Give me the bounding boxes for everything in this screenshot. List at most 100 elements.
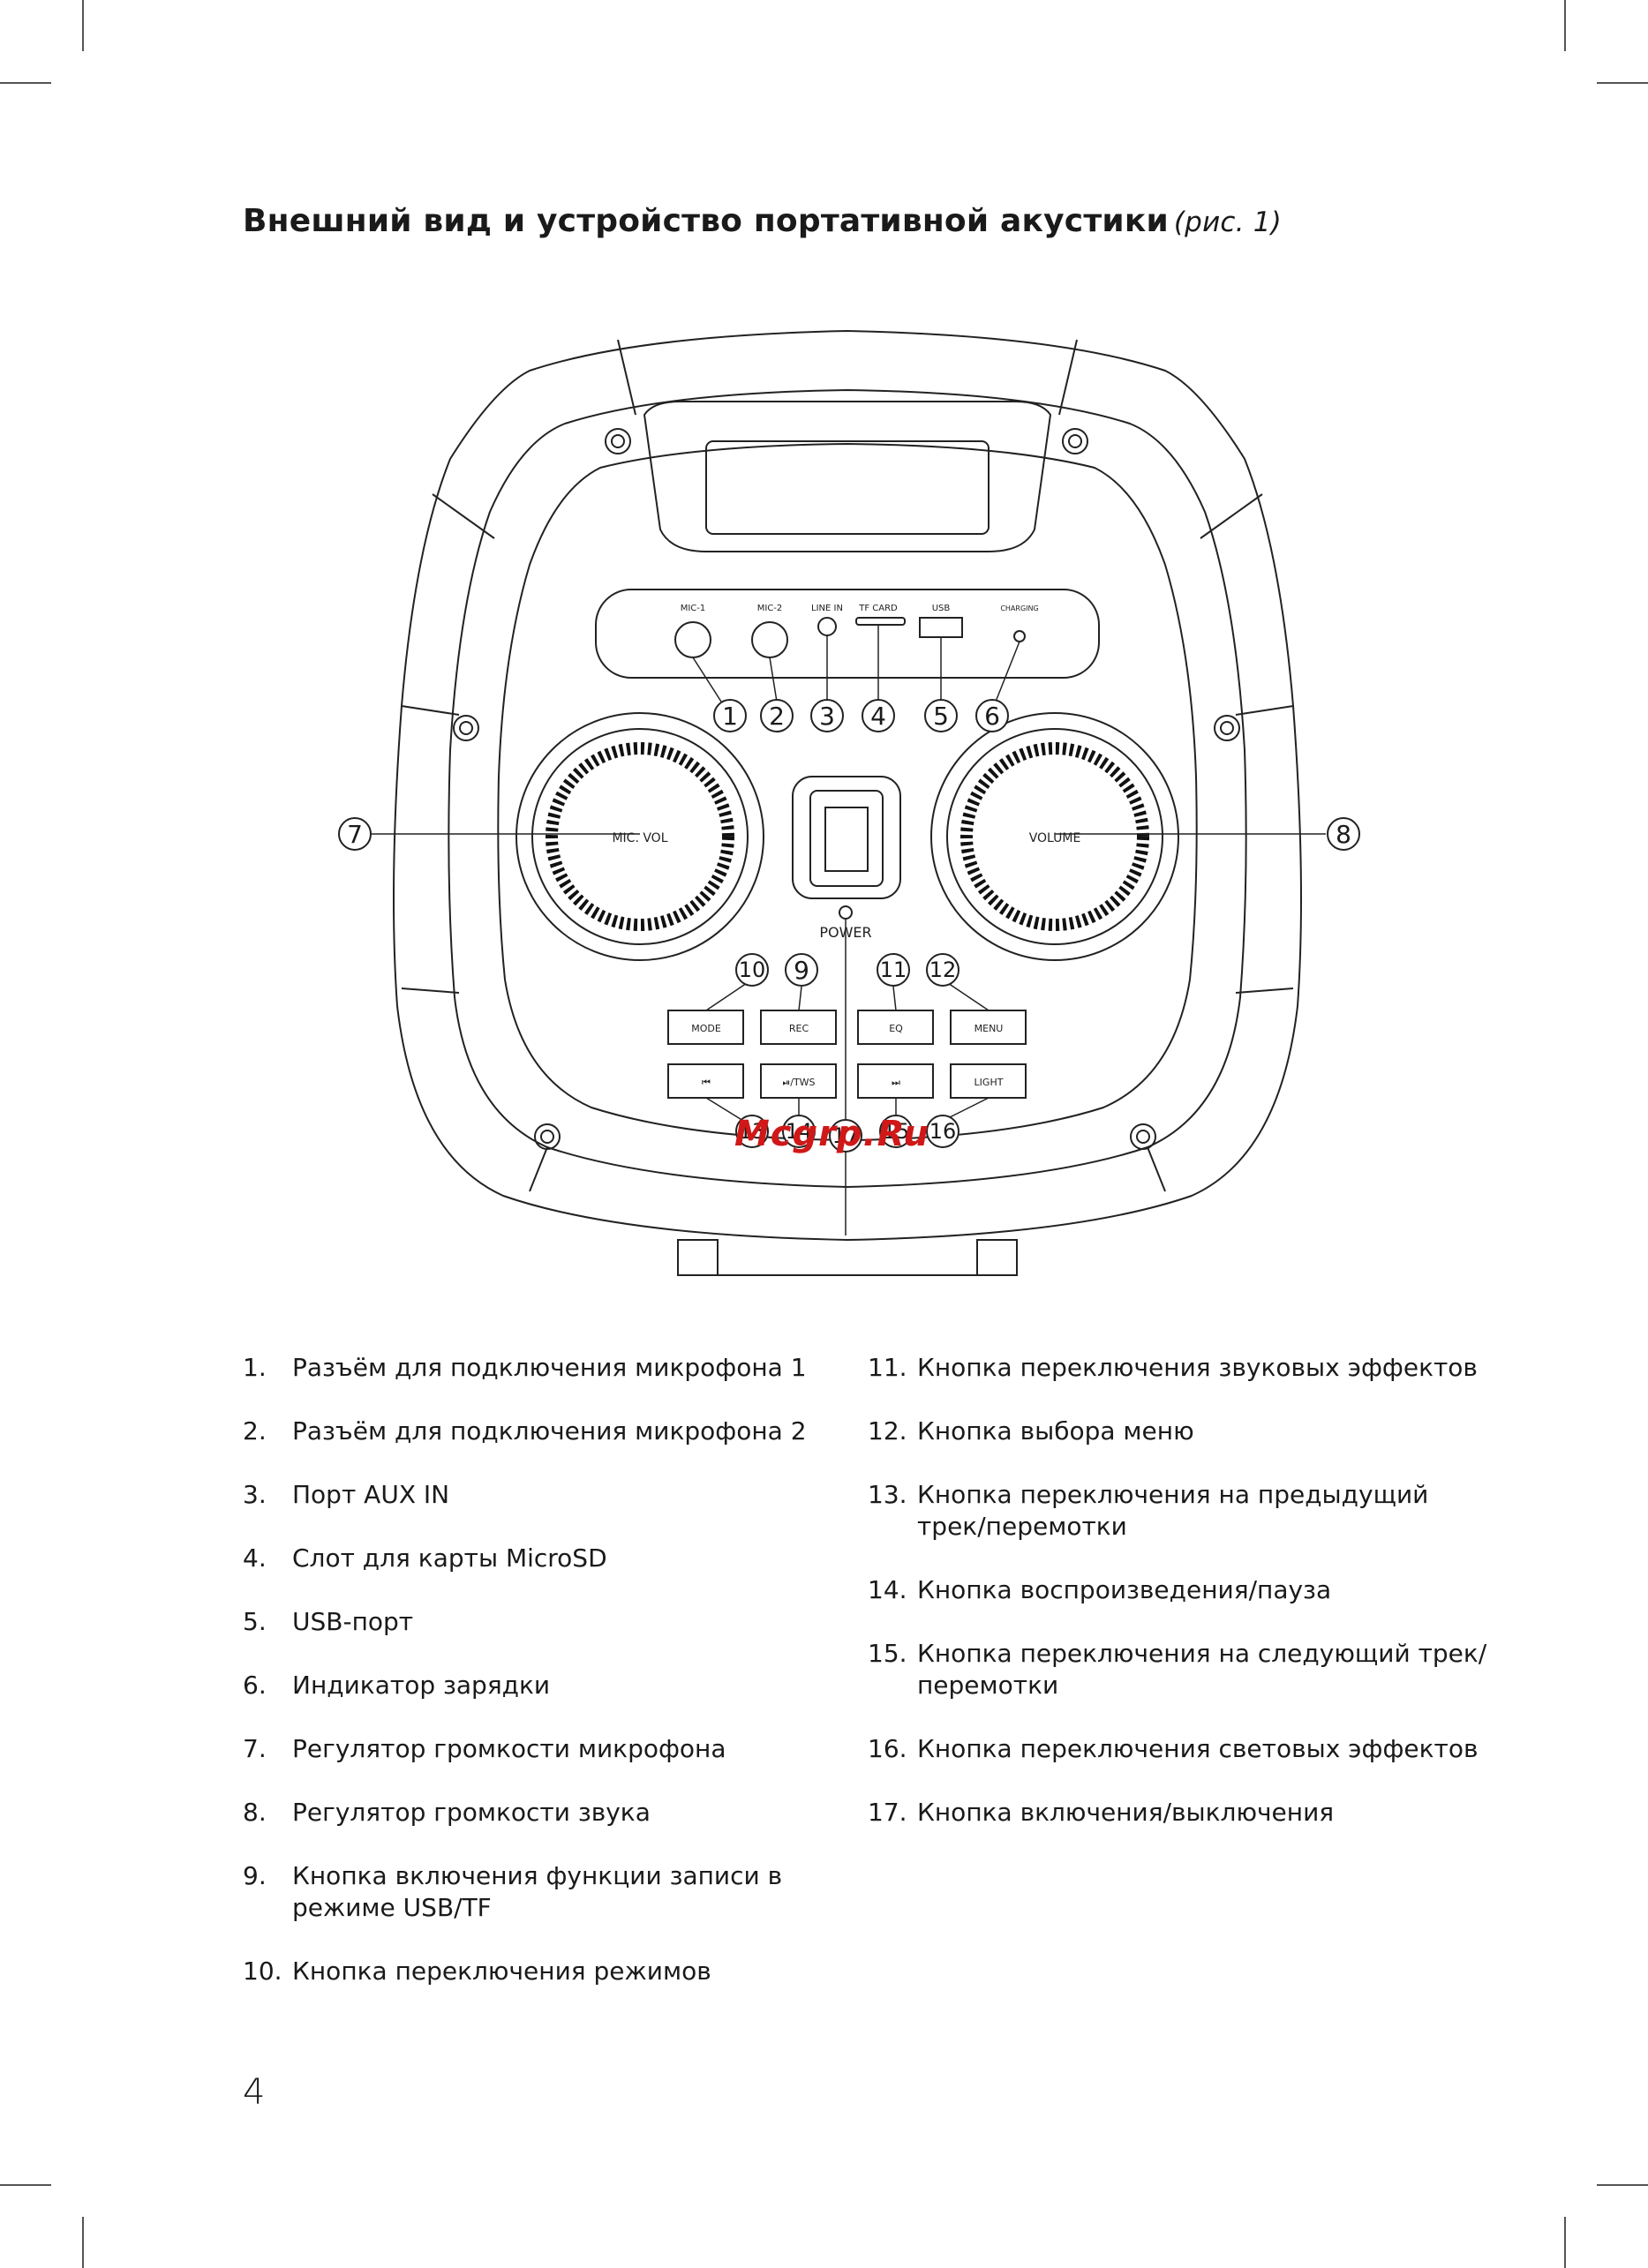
power-button[interactable]: [809, 790, 884, 887]
callout-3: 3: [810, 699, 844, 732]
usb-port[interactable]: [919, 617, 963, 638]
mode-button[interactable]: [667, 1010, 744, 1045]
legend-text: Кнопка переключения световых эффектов: [917, 1734, 1479, 1763]
power-icon: [839, 905, 853, 920]
mic1-jack[interactable]: [674, 621, 711, 658]
crop-mark: [82, 0, 84, 51]
legend-text: Регулятор громкости звука: [292, 1798, 651, 1827]
crop-mark: [82, 2217, 84, 2268]
usb-label: USB: [932, 604, 951, 613]
crop-mark: [0, 2184, 51, 2186]
legend-item: 17. Кнопка включения/выключения: [868, 1797, 1503, 1829]
tf-card-slot[interactable]: [855, 617, 906, 626]
legend-item: 11. Кнопка переключения звуковых эффектов: [868, 1352, 1503, 1384]
tf-card-label: TF CARD: [858, 604, 898, 613]
eq-label: EQ: [889, 1023, 903, 1034]
legend-left: 1. Разъём для подключения микрофона 1 2. Ра…: [243, 1352, 808, 2019]
callout-2: 2: [760, 699, 794, 732]
mic1-label: MIC-1: [681, 604, 706, 613]
rec-button[interactable]: [760, 1010, 837, 1045]
title-text: Внешний вид и устройство портативной аку…: [243, 203, 1169, 239]
power-button-housing: [792, 776, 901, 899]
crop-mark: [1597, 82, 1648, 84]
legend-text: Кнопка переключения на предыдущий трек/п…: [917, 1480, 1429, 1541]
rim-segments: [401, 339, 1294, 1192]
volume-knob[interactable]: [930, 712, 1179, 961]
legend-number: 4.: [243, 1543, 267, 1573]
legend-number: 11.: [868, 1353, 907, 1382]
screws: [453, 428, 1240, 1150]
speaker-panel-outline: [497, 442, 1198, 1142]
speaker-diagram: MIC-1 MIC-2 LINE IN TF CARD USB CHARGING…: [371, 329, 1326, 1276]
play-tws-label: ⏯/TWS: [782, 1077, 815, 1088]
handle-cutout: [643, 401, 1052, 552]
legend-right: 11. Кнопка переключения звуковых эффектов…: [868, 1352, 1503, 1860]
legend-text: Разъём для подключения микрофона 2: [292, 1416, 807, 1446]
legend-text: Слот для карты MicroSD: [292, 1543, 607, 1573]
legend-item: 14.Кнопка воспроизведения/пауза: [868, 1574, 1503, 1606]
legend-text: Кнопка включения функции записи в режиме…: [292, 1861, 783, 1922]
next-label: ⏭: [892, 1077, 900, 1088]
mic2-label: MIC-2: [757, 604, 783, 613]
legend-item: 4. Слот для карты MicroSD: [243, 1543, 808, 1574]
mic-vol-label: MIC. VOL: [612, 831, 667, 845]
crop-mark: [1597, 2184, 1648, 2186]
legend-text: Кнопка выбора меню: [917, 1416, 1194, 1446]
legend-item: 6. Индикатор зарядки: [243, 1670, 808, 1701]
callout-11: 11: [877, 953, 910, 987]
legend-item: 8.Регулятор громкости звука: [243, 1797, 808, 1829]
legend-item: 1. Разъём для подключения микрофона 1: [243, 1352, 808, 1384]
legend-text: Кнопка переключения звуковых эффектов: [917, 1353, 1478, 1382]
light-label: LIGHT: [975, 1077, 1004, 1088]
port-panel: [595, 589, 1100, 679]
callout-6: 6: [975, 699, 1009, 732]
legend-item: 3. Порт AUX IN: [243, 1479, 808, 1511]
legend-number: 15.: [868, 1639, 907, 1668]
charging-label: CHARGING: [1000, 605, 1038, 612]
legend-number: 1.: [243, 1353, 267, 1382]
page-number: 4: [243, 2072, 266, 2113]
callout-17: 17: [829, 1119, 862, 1153]
legend-item: 12. Кнопка выбора меню: [868, 1416, 1503, 1447]
callout-16: 16: [926, 1115, 959, 1148]
legend-item: 16. Кнопка переключения световых эффектов: [868, 1733, 1503, 1765]
speaker-foot: [976, 1239, 1018, 1276]
legend-number: 9.: [243, 1861, 267, 1890]
legend-number: 3.: [243, 1480, 267, 1509]
callout-12: 12: [926, 953, 959, 987]
legend-text: Разъём для подключения микрофона 1: [292, 1353, 807, 1382]
legend-number: 12.: [868, 1416, 907, 1446]
callout-15: 15: [879, 1115, 913, 1148]
legend-item: 13. Кнопка переключения на предыдущий тре…: [868, 1479, 1503, 1543]
callout-10: 10: [735, 953, 769, 987]
mic2-jack[interactable]: [751, 621, 788, 658]
legend-item: 10.Кнопка переключения режимов: [243, 1956, 808, 1987]
legend-text: Кнопка включения/выключения: [917, 1798, 1335, 1827]
menu-label: MENU: [975, 1023, 1004, 1034]
legend-number: 17.: [868, 1798, 907, 1827]
callout-1: 1: [713, 699, 747, 732]
prev-button[interactable]: [667, 1063, 744, 1099]
volume-label: VOLUME: [1029, 831, 1081, 845]
legend-text: USB-порт: [292, 1607, 414, 1636]
figure-ref: (рис. 1): [1173, 207, 1282, 238]
legend-item: 15.Кнопка переключения на следующий трек…: [868, 1638, 1503, 1701]
legend-number: 2.: [243, 1416, 267, 1446]
callout-9: 9: [785, 953, 818, 987]
legend-text: Порт AUX IN: [292, 1480, 450, 1509]
legend-number: 16.: [868, 1734, 907, 1763]
rec-label: REC: [789, 1023, 809, 1034]
callout-14: 14: [782, 1115, 816, 1148]
callout-5: 5: [924, 699, 958, 732]
legend-number: 14.: [868, 1575, 907, 1604]
legend-item: 5.USB-порт: [243, 1606, 808, 1638]
mic-vol-knob[interactable]: [515, 712, 764, 961]
crop-mark: [1564, 0, 1566, 51]
legend-item: 7.Регулятор громкости микрофона: [243, 1733, 808, 1765]
callout-8: 8: [1327, 817, 1360, 851]
power-button-inner: [824, 807, 869, 872]
legend-number: 6.: [243, 1671, 267, 1700]
legend-number: 13.: [868, 1480, 907, 1509]
legend-text: Индикатор зарядки: [292, 1671, 551, 1700]
line-in-jack[interactable]: [817, 617, 837, 636]
